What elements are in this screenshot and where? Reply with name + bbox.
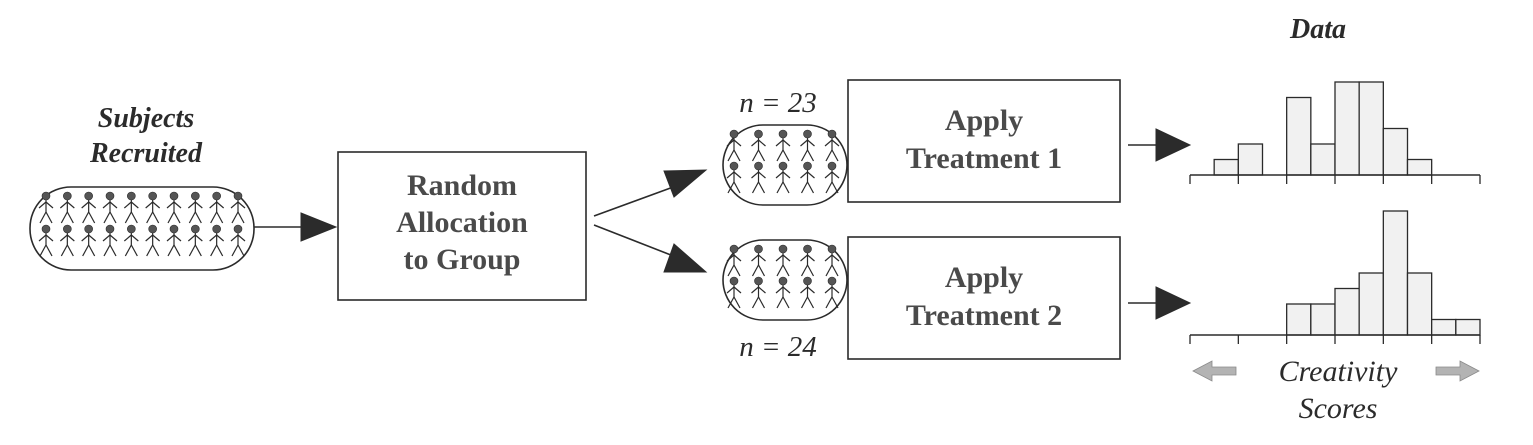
person-icon: [59, 224, 75, 257]
person-icon: [81, 224, 97, 257]
recruited-title-line2: Recruited: [89, 138, 203, 169]
recruited-people-icons: [38, 191, 246, 257]
arrow-to-group2-head: [663, 243, 708, 273]
person-icon: [81, 191, 97, 224]
treatment1-line2: Treatment 1: [906, 142, 1062, 175]
person-icon: [726, 129, 742, 162]
histogram-bar: [1358, 272, 1384, 336]
arrow-to-group1-head: [663, 169, 708, 198]
allocation-line3: to Group: [404, 243, 521, 276]
histogram-bar: [1286, 96, 1312, 176]
person-icon: [123, 224, 139, 257]
histogram-bar: [1406, 272, 1433, 336]
right-grey-arrow-icon: [1435, 360, 1480, 382]
person-icon: [38, 224, 54, 257]
person-icon: [102, 191, 118, 224]
arrow-to-allocation-head: [300, 212, 338, 242]
person-icon: [209, 191, 225, 224]
treatment2-line1: Apply: [945, 261, 1023, 294]
histogram-bar: [1382, 210, 1409, 336]
person-icon: [187, 191, 203, 224]
histogram-bar: [1406, 158, 1433, 176]
person-icon: [751, 161, 766, 194]
recruited-title-line1: Subjects: [98, 103, 195, 134]
group2-n-label: n = 24: [739, 331, 817, 363]
histogram-bar: [1431, 318, 1457, 336]
histogram-bar: [1310, 303, 1336, 336]
person-icon: [59, 191, 75, 224]
person-icon: [800, 244, 815, 277]
person-icon: [824, 244, 840, 277]
allocation-line2: Allocation: [396, 206, 528, 239]
histogram-bar: [1310, 143, 1336, 176]
person-icon: [800, 161, 815, 194]
group2-people-icons: [726, 244, 840, 309]
person-icon: [751, 244, 766, 277]
arrow-to-group2-line: [593, 224, 677, 258]
histogram-treatment1: [1189, 81, 1481, 184]
person-icon: [38, 191, 54, 224]
histogram-bar: [1455, 318, 1481, 336]
person-icon: [800, 276, 815, 309]
person-icon: [800, 129, 815, 162]
allocation-line1: Random: [407, 169, 517, 202]
histogram-bar: [1382, 127, 1409, 176]
person-icon: [230, 191, 246, 224]
person-icon: [145, 224, 161, 257]
person-icon: [123, 191, 139, 224]
person-icon: [230, 224, 246, 257]
histogram-treatment2: [1189, 210, 1481, 344]
person-icon: [775, 129, 791, 162]
person-icon: [726, 244, 742, 277]
histogram-bar: [1358, 81, 1384, 176]
treatment1-line1: Apply: [945, 104, 1023, 137]
person-icon: [187, 224, 203, 257]
person-icon: [775, 161, 791, 194]
arrow-to-group1-line: [593, 185, 677, 217]
histogram-bar: [1213, 158, 1239, 176]
histogram-bar: [1334, 81, 1360, 176]
person-icon: [726, 161, 742, 194]
data-title: Data: [1289, 14, 1346, 45]
axis-caption-line2: Scores: [1299, 392, 1378, 425]
histogram-bar: [1286, 303, 1312, 336]
person-icon: [726, 276, 742, 309]
person-icon: [751, 276, 766, 309]
arrow-to-data2-head: [1155, 286, 1192, 320]
random-allocation-box: [337, 151, 587, 301]
histogram-bar: [1237, 143, 1264, 176]
group1-people-icons: [726, 129, 840, 194]
left-grey-arrow-icon: [1192, 360, 1237, 382]
treatment2-box: [847, 236, 1121, 360]
person-icon: [145, 191, 161, 224]
person-icon: [824, 276, 840, 309]
person-icon: [209, 224, 225, 257]
group1-n-label: n = 23: [739, 87, 817, 119]
person-icon: [824, 161, 840, 194]
person-icon: [166, 224, 182, 257]
arrow-to-data1-head: [1155, 128, 1192, 162]
person-icon: [775, 276, 791, 309]
axis-caption-line1: Creativity: [1279, 355, 1399, 388]
person-icon: [102, 224, 118, 257]
person-icon: [166, 191, 182, 224]
person-icon: [775, 244, 791, 277]
treatment1-box: [847, 79, 1121, 203]
person-icon: [824, 129, 840, 162]
treatment2-line2: Treatment 2: [906, 299, 1062, 332]
person-icon: [751, 129, 766, 162]
histogram-bar: [1334, 287, 1360, 336]
